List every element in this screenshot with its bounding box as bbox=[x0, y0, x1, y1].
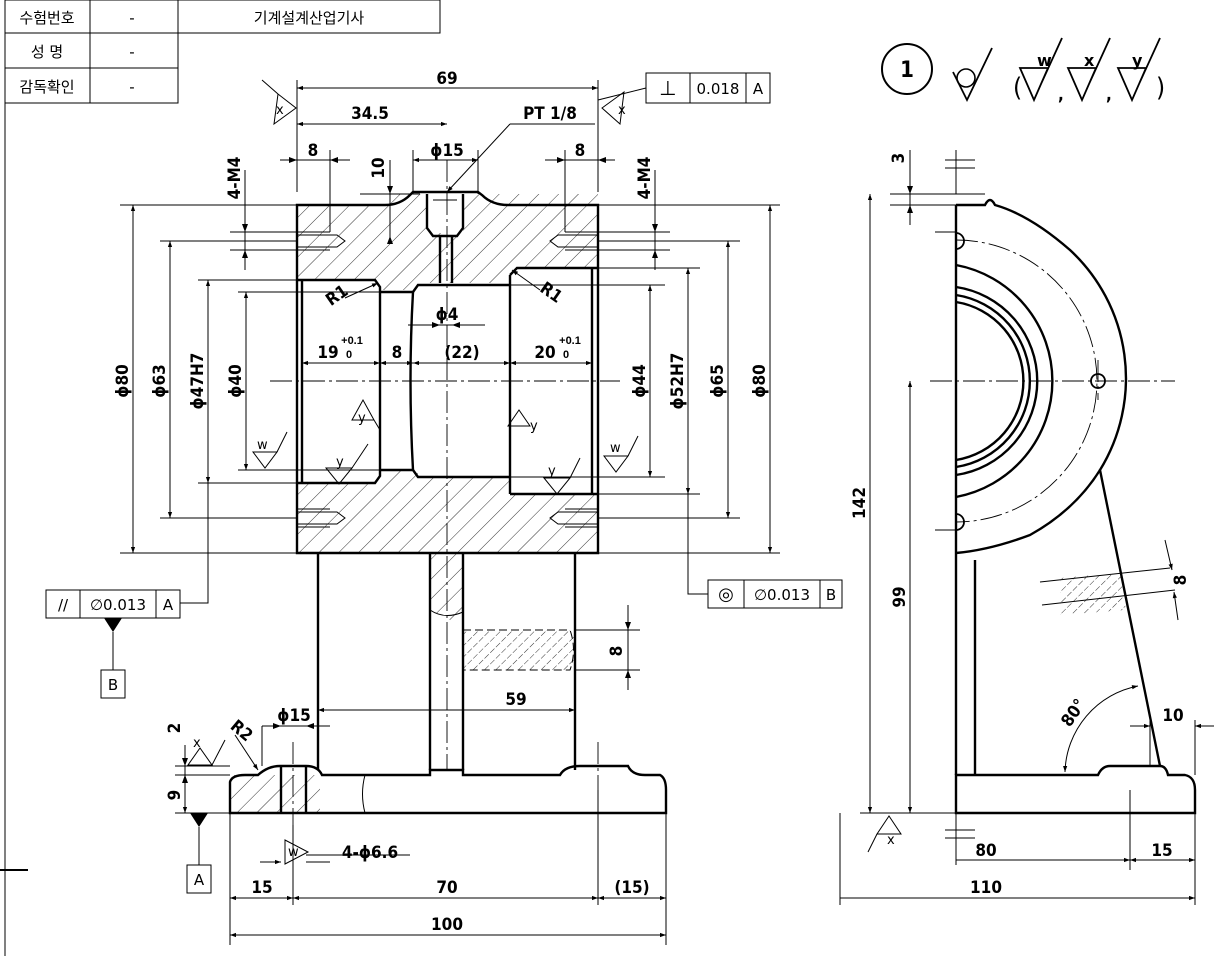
datum-a: A bbox=[186, 813, 212, 894]
dim-len59: 59 bbox=[505, 690, 526, 710]
svg-text:◎: ◎ bbox=[718, 584, 734, 605]
svg-text:A: A bbox=[163, 596, 174, 614]
front-view bbox=[228, 160, 668, 825]
dim-w15: 15 bbox=[1151, 841, 1172, 861]
svg-text:A: A bbox=[753, 80, 764, 98]
title-row-2-label: 성 명 bbox=[31, 43, 63, 61]
legend-w-label: w bbox=[1037, 51, 1052, 70]
svg-text:,: , bbox=[1058, 85, 1064, 105]
side-view bbox=[930, 198, 1197, 815]
dim-b15: 15 bbox=[251, 878, 272, 898]
dim-r2: R2 bbox=[226, 716, 256, 746]
dim-b100: 100 bbox=[431, 915, 463, 935]
dim-phi52: ϕ52H7 bbox=[668, 353, 688, 410]
datum-a-label: A bbox=[194, 871, 205, 889]
svg-text:x: x bbox=[276, 103, 284, 118]
title-row-3-label: 감독확인 bbox=[19, 78, 74, 96]
svg-text:B: B bbox=[826, 586, 836, 604]
svg-text:∅0.013: ∅0.013 bbox=[754, 586, 810, 604]
title-row-1-label: 수험번호 bbox=[19, 9, 74, 27]
dim-phi63: ϕ63 bbox=[150, 364, 170, 397]
dim-h142: 142 bbox=[850, 487, 870, 519]
svg-text:w: w bbox=[288, 845, 299, 860]
dim-b70: 70 bbox=[436, 878, 457, 898]
svg-text:y: y bbox=[336, 455, 344, 470]
dim-len22: (22) bbox=[444, 343, 479, 363]
svg-text:): ) bbox=[1156, 73, 1165, 103]
dim-h2: 2 bbox=[165, 723, 185, 734]
dim-phi65: ϕ65 bbox=[708, 364, 728, 397]
dim-tol20: +0.1 bbox=[559, 335, 581, 347]
dim-m4-left: 4-M4 bbox=[225, 157, 245, 200]
gdt-parallelism: // ∅0.013 A B bbox=[45, 483, 209, 699]
title-block: 수험번호 - 성 명 - 감독확인 - 기계설계산업기사 bbox=[0, 0, 441, 956]
dim-pt: PT 1/8 bbox=[523, 104, 577, 124]
title-row-2-value: - bbox=[129, 43, 134, 61]
dim-side-rib8: 8 bbox=[1171, 575, 1191, 586]
dim-r1-right: R1 bbox=[536, 278, 566, 307]
dim-rib8: 8 bbox=[607, 646, 627, 657]
legend-x-label: x bbox=[1084, 51, 1095, 70]
svg-text:x: x bbox=[618, 103, 626, 118]
dim-phi15-base: ϕ15 bbox=[277, 706, 310, 726]
svg-text:∅0.013: ∅0.013 bbox=[90, 596, 146, 614]
gdt-concentricity: ◎ ∅0.013 B bbox=[687, 494, 843, 609]
svg-text:(: ( bbox=[1013, 73, 1022, 103]
dim-h9: 9 bbox=[165, 790, 185, 801]
svg-text:y: y bbox=[530, 419, 538, 434]
svg-text:x: x bbox=[887, 833, 895, 848]
dim-len8: 8 bbox=[392, 343, 403, 363]
dim-m4-right: 4-M4 bbox=[635, 157, 655, 200]
svg-text://: // bbox=[58, 596, 69, 614]
dim-tol20b: 0 bbox=[563, 349, 569, 361]
svg-text:x: x bbox=[193, 736, 201, 751]
dim-len19: 19 bbox=[317, 343, 338, 363]
dim-phi15-top: ϕ15 bbox=[430, 141, 463, 161]
dim-angle: 80° bbox=[1057, 696, 1090, 731]
dim-tol19: +0.1 bbox=[341, 335, 363, 347]
dim-holes: 4-ϕ6.6 bbox=[342, 843, 398, 863]
dim-b15p: (15) bbox=[614, 878, 649, 898]
side-dimensions: 3 142 99 8 80° 10 80 15 110 bbox=[839, 150, 1214, 905]
dim-phi40: ϕ40 bbox=[226, 364, 246, 397]
svg-text:1: 1 bbox=[900, 58, 914, 83]
surface-marks-front: x x y y y y w w x w bbox=[187, 79, 639, 865]
dim-phi80-left: ϕ80 bbox=[113, 364, 133, 397]
legend-y-label: y bbox=[1132, 51, 1143, 70]
surface-legend: ( w , x , y ) bbox=[952, 37, 1165, 105]
svg-text:,: , bbox=[1106, 85, 1112, 105]
svg-text:w: w bbox=[610, 441, 621, 456]
dim-half-width: 34.5 bbox=[351, 104, 389, 124]
dim-w110: 110 bbox=[970, 878, 1002, 898]
dim-phi47: ϕ47H7 bbox=[188, 353, 208, 410]
dim-w80: 80 bbox=[975, 841, 996, 861]
svg-text:0.018: 0.018 bbox=[697, 80, 740, 98]
dim-top-10: 10 bbox=[369, 157, 389, 178]
dim-left-8: 8 bbox=[308, 141, 319, 161]
datum-b-label: B bbox=[108, 676, 118, 694]
dim-len20: 20 bbox=[534, 343, 555, 363]
part-number-badge: 1 bbox=[881, 43, 933, 95]
title-row-1-value: - bbox=[129, 9, 134, 27]
dim-phi80-right: ϕ80 bbox=[750, 364, 770, 397]
dim-r1-left: R1 bbox=[322, 281, 352, 310]
svg-text:w: w bbox=[257, 438, 268, 453]
dim-w10: 10 bbox=[1162, 706, 1183, 726]
dim-h3: 3 bbox=[889, 153, 909, 164]
exam-name: 기계설계산업기사 bbox=[254, 9, 365, 27]
dim-phi44: ϕ44 bbox=[630, 364, 650, 397]
dim-right-8: 8 bbox=[575, 141, 586, 161]
dim-tol19b: 0 bbox=[346, 349, 352, 361]
svg-text:⊥: ⊥ bbox=[659, 76, 676, 100]
dim-phi4: ϕ4 bbox=[436, 305, 459, 325]
dim-overall-width: 69 bbox=[436, 69, 457, 89]
svg-text:y: y bbox=[358, 411, 366, 426]
dim-h99: 99 bbox=[890, 586, 910, 607]
gdt-perpendicularity: ⊥ 0.018 A bbox=[597, 72, 771, 104]
title-row-3-value: - bbox=[129, 78, 134, 96]
svg-text:y: y bbox=[548, 464, 556, 479]
